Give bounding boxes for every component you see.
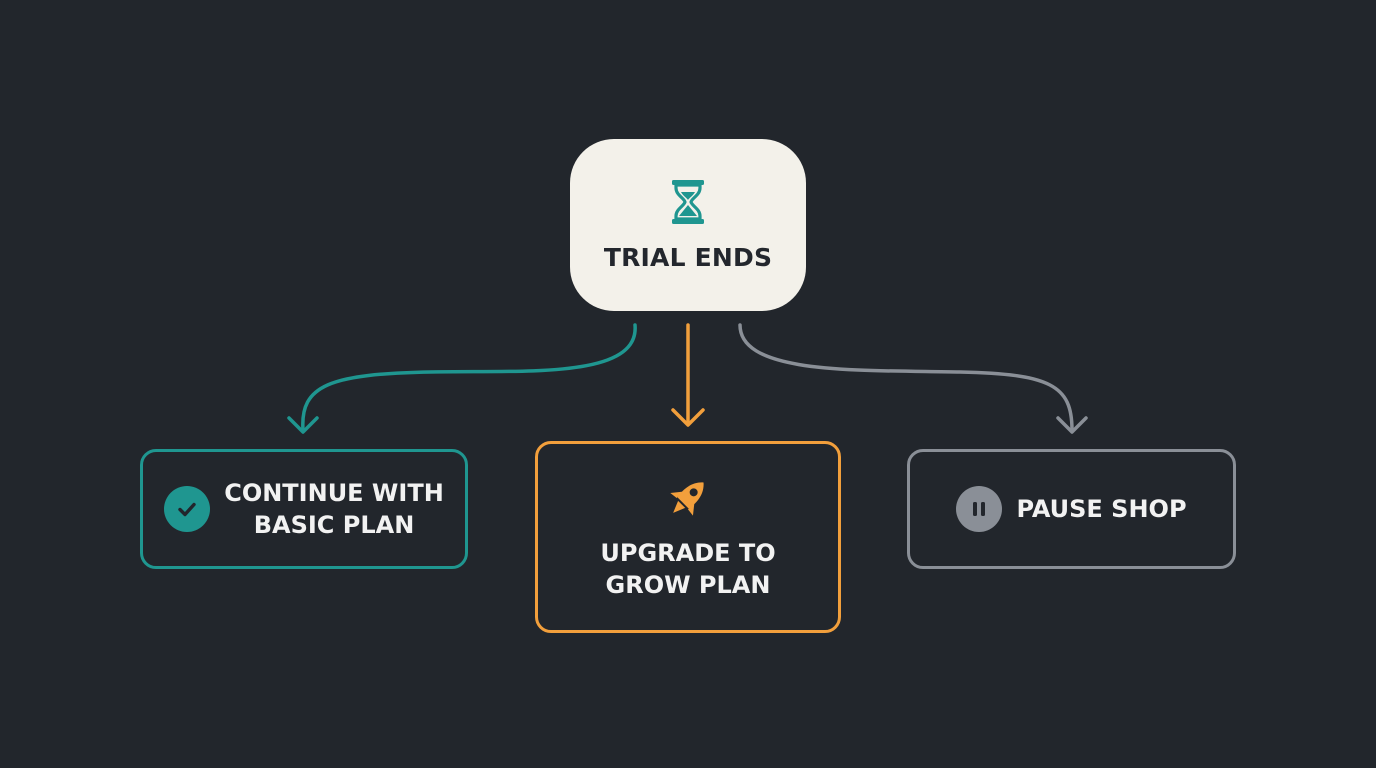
grow-plan-option: UPGRADE TO GROW PLAN — [535, 441, 841, 633]
pause-shop-option: PAUSE SHOP — [907, 449, 1236, 569]
arrowhead-basic-plan — [287, 416, 319, 434]
hourglass-icon — [672, 179, 704, 224]
basic-plan-option: CONTINUE WITH BASIC PLAN — [140, 449, 468, 569]
arrowhead-pause-shop — [1056, 416, 1088, 434]
grow-plan-label: UPGRADE TO GROW PLAN — [600, 539, 776, 599]
connector-to-basic-plan — [301, 323, 637, 432]
pause-icon — [956, 486, 1003, 532]
pause-shop-label: PAUSE SHOP — [1016, 495, 1187, 523]
basic-plan-label: CONTINUE WITH BASIC PLAN — [224, 479, 444, 539]
trial-ends-label: TRIAL ENDS — [603, 242, 773, 272]
connector-to-pause-shop — [738, 323, 1074, 432]
arrowhead-grow-plan — [671, 408, 705, 427]
checkmark-icon — [164, 486, 211, 532]
trial-ends-node: TRIAL ENDS — [570, 139, 806, 311]
rocket-icon — [670, 482, 704, 516]
